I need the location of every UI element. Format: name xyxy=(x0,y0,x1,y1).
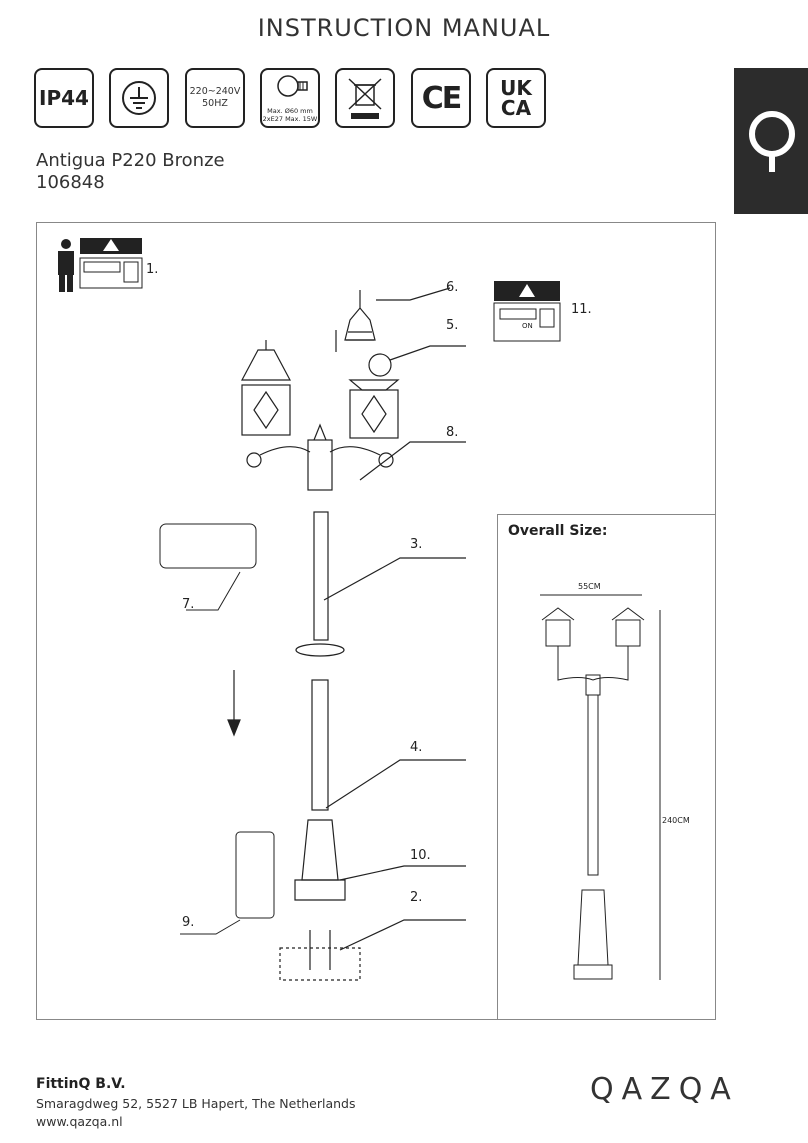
voltage-badge: 220~240V 50HZ xyxy=(185,68,245,128)
step-9-label: 9. xyxy=(182,915,195,930)
step-11-label: 11. xyxy=(571,302,592,317)
power-on-icon xyxy=(493,281,561,342)
product-code: 106848 xyxy=(36,172,105,193)
step-3-label: 3. xyxy=(410,537,423,552)
product-name: Antigua P220 Bronze xyxy=(36,150,225,171)
company-address: Smaragdweg 52, 5527 LB Hapert, The Nethe… xyxy=(36,1096,356,1111)
overall-height-label: 240CM xyxy=(662,816,690,825)
brand-tab xyxy=(734,68,808,214)
lamp-assembly-drawing xyxy=(159,287,466,981)
ip44-badge: IP44 xyxy=(34,68,94,128)
step-7-label: 7. xyxy=(182,597,195,612)
company-name: FittinQ B.V. xyxy=(36,1076,126,1092)
ce-mark: CE xyxy=(411,68,471,128)
brand-logo: QAZQA xyxy=(590,1072,739,1107)
earth-ground-icon xyxy=(109,68,169,128)
company-website[interactable]: www.qazqa.nl xyxy=(36,1114,123,1129)
product-info: Antigua P220 Bronze 106848 xyxy=(36,150,225,194)
step-2-label: 2. xyxy=(410,890,423,905)
step-10-label: 10. xyxy=(410,848,431,863)
overall-size-panel: Overall Size: xyxy=(497,514,716,1020)
step-5-label: 5. xyxy=(446,318,459,333)
power-off-icon xyxy=(58,238,143,292)
step-4-label: 4. xyxy=(410,740,423,755)
overall-size-drawing xyxy=(540,594,661,980)
step-6-label: 6. xyxy=(446,280,459,295)
weee-bin-icon xyxy=(335,68,395,128)
switch-on-label: ON xyxy=(522,322,533,330)
step-8-label: 8. xyxy=(446,425,459,440)
overall-size-title: Overall Size: xyxy=(508,523,608,539)
overall-width-label: 55CM xyxy=(578,582,601,591)
manual-title: INSTRUCTION MANUAL xyxy=(257,14,551,42)
step-1-label: 1. xyxy=(146,262,159,277)
